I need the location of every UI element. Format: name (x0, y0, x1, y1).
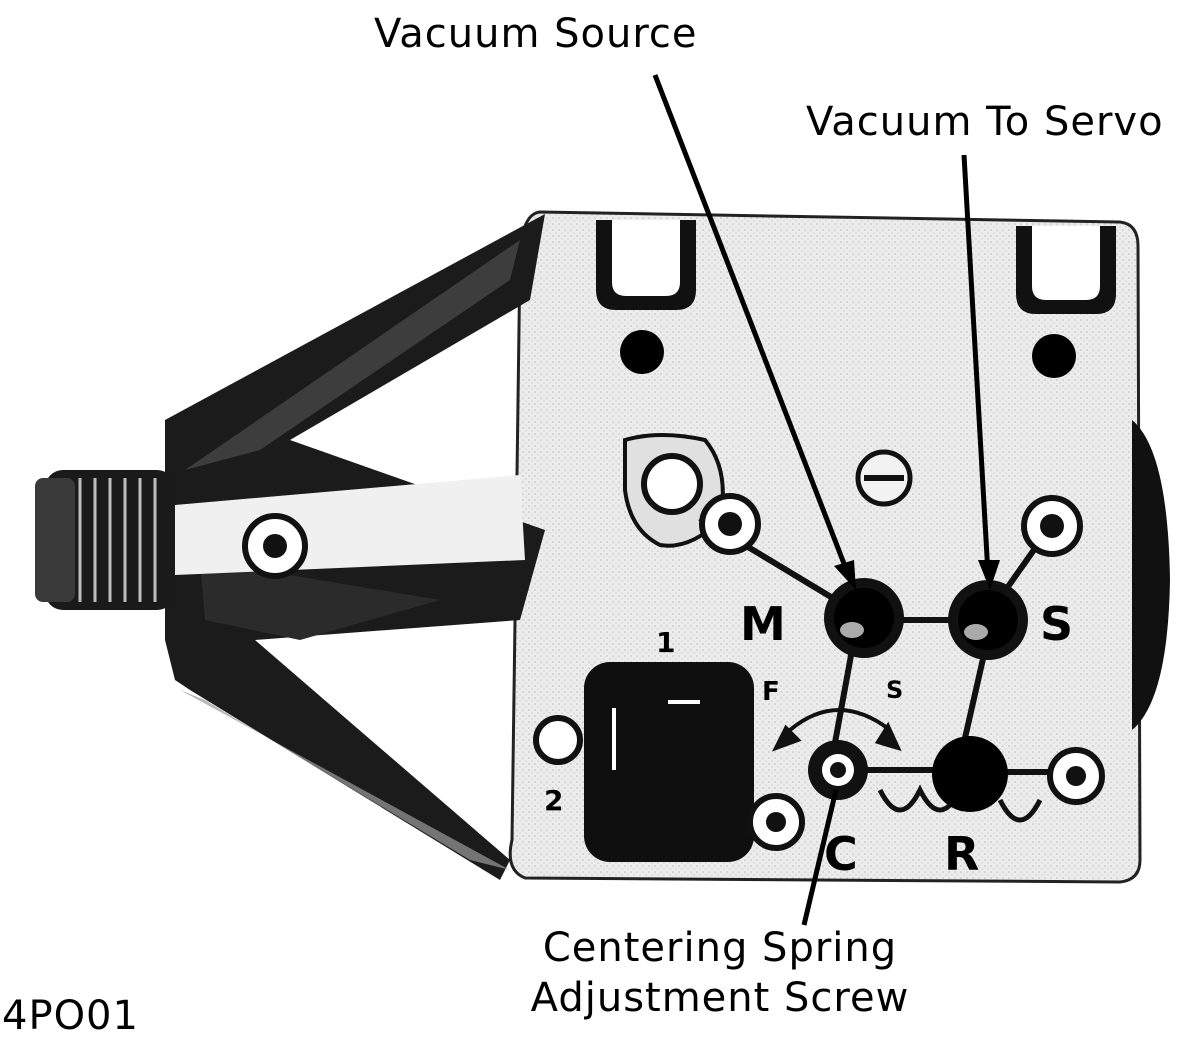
port-m (824, 578, 904, 658)
hose-fitting (35, 214, 545, 880)
mark-2: 2 (544, 784, 563, 817)
corner-port-top-right (1021, 495, 1083, 557)
vacuum-to-servo-label: Vacuum To Servo (806, 99, 1164, 145)
port-r (932, 736, 1008, 812)
scalloped-edge (877, 784, 1043, 823)
mark-s: S (886, 676, 903, 704)
centering-screw (808, 740, 868, 800)
port-letter-m: M (740, 597, 786, 651)
corner-port-top-left (699, 493, 761, 555)
rivet-left (620, 330, 664, 374)
centering-spring-line2: Adjustment Screw (530, 975, 910, 1021)
small-hole-2 (533, 715, 583, 765)
mark-f: F (762, 677, 780, 707)
corner-port-bottom-right (1047, 747, 1105, 805)
leader-lines (652, 74, 991, 926)
mark-1: 1 (656, 626, 675, 659)
plate-side-edge (1132, 420, 1170, 730)
mounting-slot-right (1016, 226, 1116, 314)
corner-port-bottom-left (747, 793, 805, 851)
port-s (948, 580, 1028, 660)
vacuum-source-label: Vacuum Source (374, 11, 698, 57)
slotted-screw-head (855, 449, 913, 507)
port-letter-s: S (1040, 597, 1073, 651)
selector-block (584, 662, 754, 862)
port-letter-c: C (824, 827, 858, 881)
embossed-boss (623, 433, 725, 548)
figure-id-label: 4PO01 (2, 993, 139, 1039)
centering-spring-label: Centering Spring Adjustment Screw (520, 928, 920, 1018)
rivet-right (1032, 334, 1076, 378)
port-letter-r: R (944, 827, 979, 881)
mounting-slot-left (596, 220, 696, 310)
leader-arrowheads (834, 560, 1000, 590)
centering-spring-line1: Centering Spring (542, 925, 898, 971)
adjustment-arrows (771, 708, 902, 752)
